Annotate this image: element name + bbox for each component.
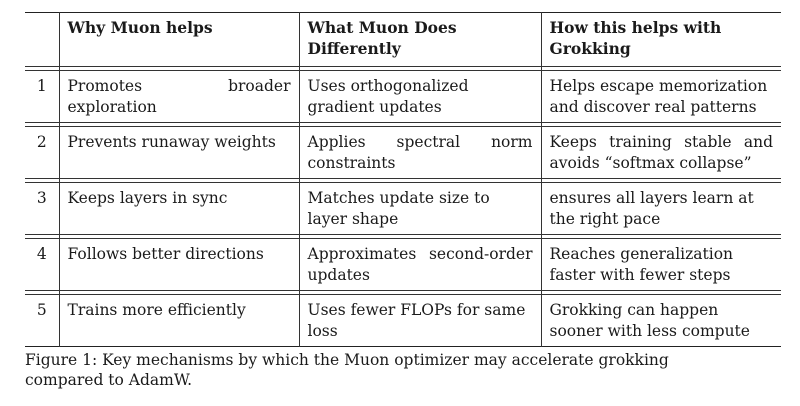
cell-how: Helps escape memorization and discover r… xyxy=(540,70,781,123)
table-header-row: Why Muon helps What Muon Does Differentl… xyxy=(25,12,781,67)
row-separator xyxy=(25,122,781,127)
cell-what: Approximates second-order updates xyxy=(298,238,541,291)
figure-caption: Figure 1: Key mechanisms by which the Mu… xyxy=(25,351,669,389)
cell-why: Keeps layers in sync xyxy=(58,182,299,235)
cell-what: Applies spectral norm constraints xyxy=(298,126,541,179)
cell-why: Trains more efficiently xyxy=(58,294,299,347)
cell-what: Uses orthogonalized gradient updates xyxy=(298,70,541,123)
row-number: 1 xyxy=(36,77,47,95)
table-row: 1 Promotes broader exploration Uses orth… xyxy=(25,70,781,123)
header-index xyxy=(25,13,59,67)
cell-how: Keeps training stable and avoids “softma… xyxy=(540,126,781,179)
row-separator xyxy=(25,290,781,295)
table-row: 5 Trains more efficiently Uses fewer FLO… xyxy=(25,294,781,347)
cell-how: ensures all layers learn at the right pa… xyxy=(540,182,781,235)
figure: Why Muon helps What Muon Does Differentl… xyxy=(25,12,781,347)
header-what: What Muon Does Differently xyxy=(298,12,541,67)
mechanisms-table: Why Muon helps What Muon Does Differentl… xyxy=(25,12,781,347)
row-number: 3 xyxy=(36,189,47,207)
row-separator xyxy=(25,66,781,71)
cell-how: Grokking can happen sooner with less com… xyxy=(540,294,781,347)
table-row: 4 Follows better directions Approximates… xyxy=(25,238,781,291)
cell-why: Follows better directions xyxy=(58,238,299,291)
header-why: Why Muon helps xyxy=(58,12,299,67)
row-separator xyxy=(25,234,781,239)
table-row: 3 Keeps layers in sync Matches update si… xyxy=(25,182,781,235)
row-separator xyxy=(25,178,781,183)
row-number: 2 xyxy=(36,133,47,151)
header-how: How this helps with Grokking xyxy=(540,12,781,67)
cell-what: Uses fewer FLOPs for same loss xyxy=(298,294,541,347)
cell-why: Prevents runaway weights xyxy=(58,126,299,179)
cell-what: Matches update size to layer shape xyxy=(298,182,541,235)
row-number: 5 xyxy=(36,301,47,319)
cell-how: Reaches generalization faster with fewer… xyxy=(540,238,781,291)
row-number: 4 xyxy=(36,245,47,263)
table-row: 2 Prevents runaway weights Applies spect… xyxy=(25,126,781,179)
cell-why: Promotes broader exploration xyxy=(58,70,299,123)
